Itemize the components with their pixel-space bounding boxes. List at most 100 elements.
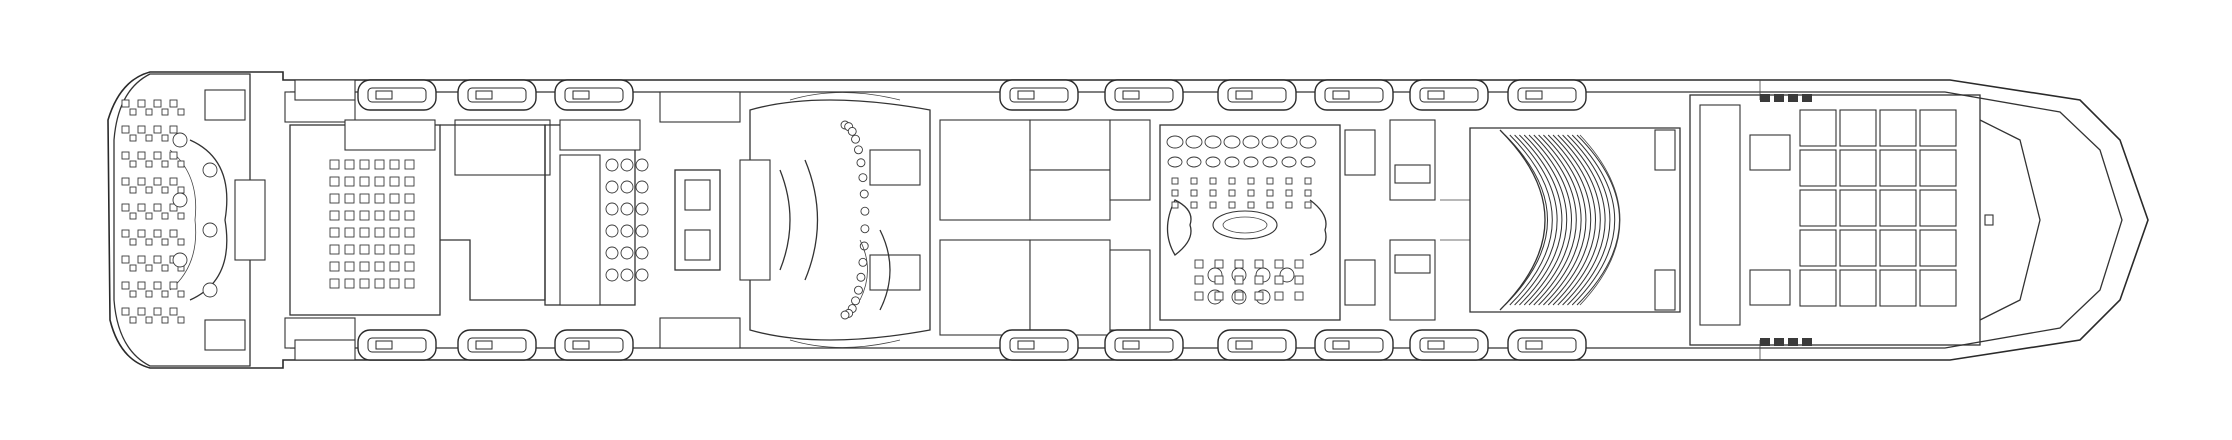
lifeboat-canopy — [1419, 337, 1479, 353]
atrium-seat — [856, 272, 866, 282]
lifeboat-canopy — [1324, 87, 1384, 103]
forward-square-table — [1285, 177, 1293, 185]
atrium-seat — [851, 134, 860, 144]
stern-seat — [145, 238, 153, 246]
lifeboat-canopy — [564, 87, 624, 103]
aft-table — [404, 278, 415, 289]
bow-compartment — [1839, 269, 1877, 307]
galley-area — [559, 91, 741, 349]
lifeboat-canopy — [467, 337, 527, 353]
forward-square-table — [1304, 201, 1312, 209]
stern-table — [172, 132, 188, 148]
stern-table — [172, 252, 188, 268]
forward-square-table — [1171, 177, 1179, 185]
atrium-seat — [854, 145, 863, 155]
bow-compartment — [1919, 149, 1957, 187]
aft-table — [359, 261, 370, 272]
galley-table — [620, 202, 634, 216]
lifeboat-hull — [1217, 79, 1297, 111]
theater-row — [1528, 134, 1572, 306]
aft-table — [329, 176, 340, 187]
bow-compartment — [1919, 109, 1957, 147]
theater-row — [1514, 134, 1558, 306]
aft-spaces — [284, 79, 636, 361]
aft-table — [329, 244, 340, 255]
stern-seat — [161, 290, 169, 298]
stern-seat — [169, 151, 178, 160]
forward-square-table — [1266, 189, 1274, 197]
stern-seat — [161, 212, 169, 220]
aft-table — [344, 210, 355, 221]
aft-table — [344, 159, 355, 170]
aft-table — [389, 176, 400, 187]
aft-table — [359, 159, 370, 170]
lifeboat-hatch — [1122, 340, 1140, 350]
galley-table — [635, 158, 649, 172]
aft-table — [344, 193, 355, 204]
stern-table — [202, 282, 218, 298]
forward-square-table — [1304, 177, 1312, 185]
stern-seat — [145, 212, 153, 220]
forward-square-table — [1194, 291, 1204, 301]
theater-row — [1533, 134, 1577, 306]
stern-seat — [169, 125, 178, 134]
lifeboat-hatch — [1017, 340, 1035, 350]
stern-seat — [121, 307, 130, 316]
aft-table — [329, 210, 340, 221]
stern-seat — [129, 290, 137, 298]
forward-square-tables — [1171, 177, 1312, 301]
lifeboat-canopy — [367, 87, 427, 103]
bow-compartment — [1839, 109, 1877, 147]
stern-seat — [161, 186, 169, 194]
lifeboat-hull — [554, 79, 634, 111]
lifeboats-starboard — [357, 329, 1587, 361]
forward-square-table — [1254, 291, 1264, 301]
bow-compartment — [1879, 149, 1917, 187]
bow-compartment — [1919, 229, 1957, 267]
aft-table — [359, 193, 370, 204]
aft-table — [404, 261, 415, 272]
stern-seat — [153, 151, 162, 160]
bow-compartment — [1799, 269, 1837, 307]
stern-seat — [169, 229, 178, 238]
atrium-seat — [840, 310, 850, 320]
stern-seat — [137, 281, 146, 290]
forward-square-table — [1228, 189, 1236, 197]
stern-seat — [177, 290, 185, 298]
aft-table — [344, 261, 355, 272]
aft-table — [389, 193, 400, 204]
galley-table — [620, 158, 634, 172]
bow-dark-block — [1760, 338, 1770, 346]
lifeboat-hull — [357, 79, 437, 111]
aft-table — [374, 227, 385, 238]
lifeboat-hatch — [475, 340, 493, 350]
stern-seat — [137, 125, 146, 134]
forward-round-table — [1299, 135, 1317, 149]
aft-table — [374, 176, 385, 187]
stern-seat — [129, 212, 137, 220]
aft-table — [374, 278, 385, 289]
lifeboat-hatch — [475, 90, 493, 100]
stern-seat — [153, 177, 162, 186]
lifeboat-hull — [999, 329, 1079, 361]
aft-table — [404, 227, 415, 238]
bow-compartments — [1799, 109, 1957, 307]
theater-row — [1509, 134, 1553, 306]
stern-seat — [153, 99, 162, 108]
forward-square-table — [1171, 201, 1179, 209]
aft-table — [389, 159, 400, 170]
forward-round-table — [1262, 156, 1278, 168]
bow-compartment — [1839, 189, 1877, 227]
forward-square-table — [1285, 201, 1293, 209]
theater-row — [1543, 134, 1587, 306]
forward-square-table — [1234, 259, 1244, 269]
forward-square-table — [1274, 275, 1284, 285]
stern-seat — [145, 134, 153, 142]
lifeboat-canopy — [1114, 87, 1174, 103]
lifeboat-canopy — [1114, 337, 1174, 353]
forward-cluster-table — [1279, 267, 1295, 283]
atrium-seat — [859, 189, 869, 199]
forward-square-table — [1228, 177, 1236, 185]
lifeboat — [1314, 329, 1394, 361]
stern-seat — [137, 307, 146, 316]
